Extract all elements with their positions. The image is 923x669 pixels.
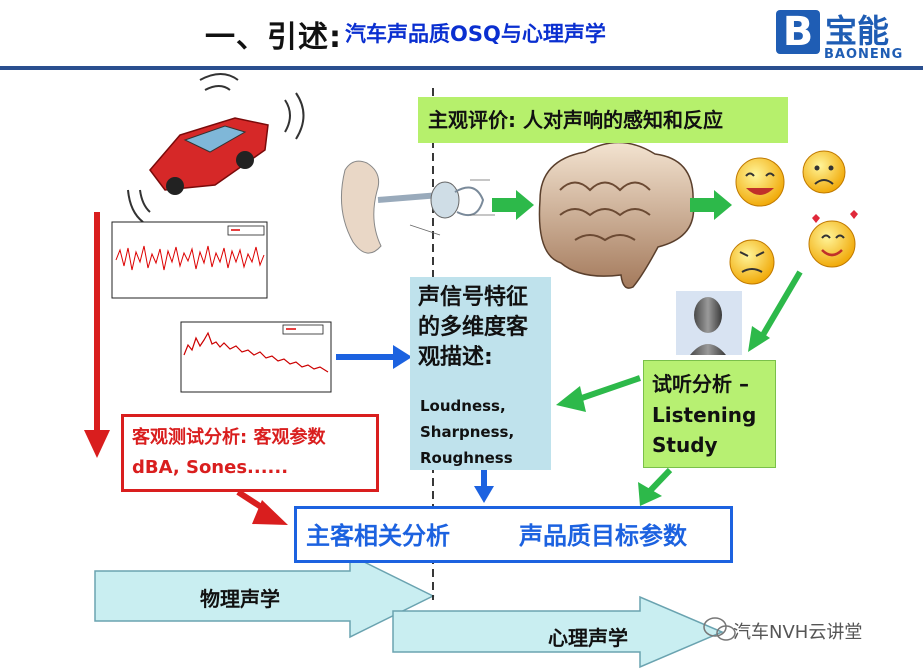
green-arrow-listening-feature <box>556 375 641 412</box>
logo-name-en: BAONENG <box>824 47 904 62</box>
watermark-text: 汽车NVH云讲堂 <box>733 622 863 643</box>
green-arrow-listening-correlation <box>638 467 673 506</box>
header-divider <box>0 66 923 70</box>
physical-acoustics-label: 物理声学 <box>200 587 280 611</box>
feature-description-box <box>410 277 551 470</box>
logo-mark: B <box>776 10 820 54</box>
metric-loudness: Loudness, <box>420 397 506 415</box>
psychological-acoustics-label: 心理声学 <box>548 626 628 650</box>
objective-analysis-params: dBA, Sones...... <box>132 457 289 478</box>
physical-acoustics-band <box>94 553 435 639</box>
green-arrow-ear-brain <box>492 190 534 220</box>
feature-metrics-list: Loudness, Sharpness, Roughness <box>420 393 514 471</box>
time-signal-plot <box>111 221 268 299</box>
listening-study-line-1: Listening <box>652 403 757 427</box>
red-arrow-down <box>84 212 110 458</box>
green-arrow-faces-head <box>748 270 803 352</box>
sound-quality-target-label: 声品质目标参数 <box>519 522 687 550</box>
brain-icon <box>538 141 695 289</box>
angry-face-icon <box>729 239 775 285</box>
subjective-evaluation-title: 主观评价: 人对声响的感知和反应 <box>418 97 788 143</box>
listening-study-label-en: Listening Study <box>652 400 756 460</box>
feature-description-title: 声信号特征的多维度客观描述: <box>418 285 529 370</box>
dummy-head-icon <box>676 291 742 355</box>
ear-anatomy-icon <box>340 160 495 254</box>
objective-analysis-box <box>121 414 379 492</box>
car-icon <box>127 73 305 223</box>
listening-study-line-2: Study <box>652 433 718 457</box>
love-face-icon <box>808 210 858 268</box>
page-subtitle: 汽车声品质OSQ与心理声学 <box>345 22 606 46</box>
logo-name-cn: 宝能 <box>825 12 890 50</box>
laughing-face-icon <box>735 157 785 207</box>
red-arrow-diagonal <box>236 489 288 525</box>
page-title: 一、引述: <box>205 20 342 55</box>
spectrum-plot <box>180 321 332 393</box>
objective-analysis-title: 客观测试分析: 客观参数 <box>132 427 326 448</box>
blue-arrow-down <box>474 470 494 503</box>
correlation-box <box>294 506 733 563</box>
blue-arrow-right <box>336 345 412 369</box>
listening-study-box <box>643 360 776 468</box>
correlation-analysis-label: 主客相关分析 <box>306 522 450 550</box>
metric-sharpness: Sharpness, <box>420 423 515 441</box>
green-arrow-brain-faces <box>690 190 732 220</box>
metric-roughness: Roughness <box>420 449 513 467</box>
psychological-acoustics-band <box>392 595 724 669</box>
sad-face-icon <box>802 150 846 194</box>
listening-study-label-cn: 试听分析 – <box>652 372 749 396</box>
wechat-icon <box>703 617 736 641</box>
